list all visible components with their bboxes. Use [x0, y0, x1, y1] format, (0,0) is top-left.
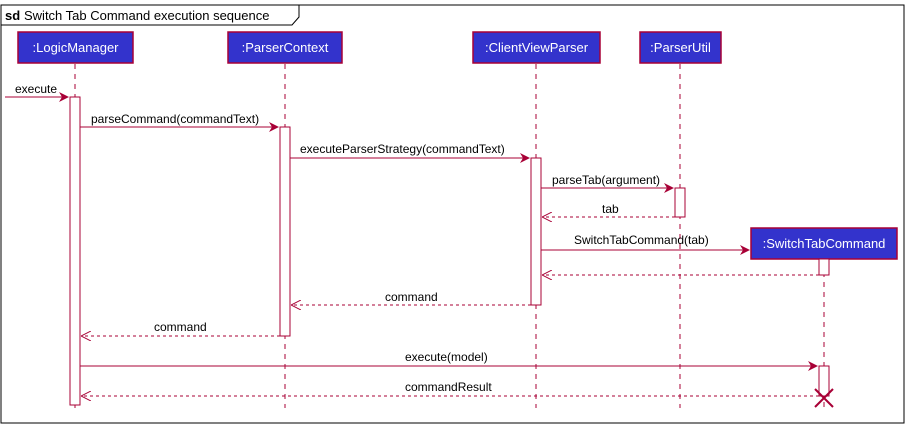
message-label: SwitchTabCommand(tab)	[574, 233, 709, 247]
message-label: execute(model)	[405, 350, 488, 364]
participant-label: :ParserContext	[242, 40, 329, 55]
message-label: parseCommand(commandText)	[91, 112, 259, 126]
activation-logicmanager	[69, 96, 81, 406]
message-label: commandResult	[405, 380, 492, 394]
participant-label: :SwitchTabCommand	[763, 236, 886, 251]
participant-box	[227, 31, 343, 64]
message-label: command	[154, 320, 207, 334]
activation-clientviewparser	[530, 157, 542, 306]
participant-label: :ParserUtil	[650, 40, 711, 55]
activation-parserutil	[674, 187, 686, 218]
participant-parserutil: :ParserUtil	[639, 31, 722, 64]
activations	[69, 96, 830, 406]
messages	[5, 92, 819, 396]
activation-parsercontext	[279, 126, 291, 337]
frame-keyword: sd	[5, 8, 20, 23]
participant-label: :LogicManager	[33, 40, 120, 55]
participant-label: :ClientViewParser	[485, 40, 589, 55]
participant-box	[750, 227, 898, 260]
participant-parsercontext: :ParserContext	[227, 31, 343, 64]
activation-switchtab-create	[818, 258, 830, 276]
message-label: executeParserStrategy(commandText)	[300, 142, 505, 156]
message-label: tab	[602, 202, 619, 216]
message-label: execute	[15, 82, 57, 96]
activation-switchtab-execute	[818, 365, 830, 397]
frame-title: Switch Tab Command execution sequence	[24, 8, 269, 23]
participant-switchtabcommand: :SwitchTabCommand	[750, 227, 898, 260]
participant-clientviewparser: :ClientViewParser	[472, 31, 601, 64]
participant-box	[472, 31, 601, 64]
message-label: parseTab(argument)	[552, 173, 660, 187]
participant-box	[639, 31, 722, 64]
participant-box	[17, 31, 134, 64]
participant-logicmanager: :LogicManager	[17, 31, 134, 64]
diagram-frame	[0, 4, 905, 424]
message-label: command	[385, 290, 438, 304]
frame-title-tab	[1, 5, 300, 26]
destroy-x-icon	[814, 388, 834, 408]
